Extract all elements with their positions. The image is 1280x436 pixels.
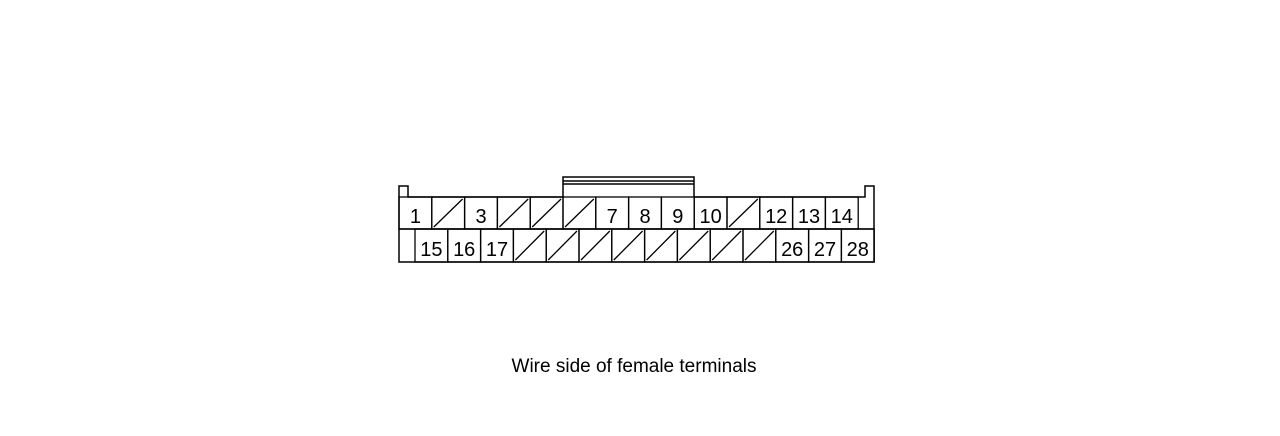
top-row-cavity [496, 196, 531, 230]
top-row-cavity: 1 [398, 196, 433, 230]
bottom-row-cavity [742, 228, 777, 263]
bottom-row-cavity [611, 228, 646, 263]
bottom-row-cavity [643, 228, 679, 263]
terminal-number: 26 [781, 239, 803, 261]
terminal-number: 3 [475, 206, 486, 228]
bottom-row-cavity: 26 [775, 228, 810, 263]
terminal-number: 7 [607, 206, 618, 228]
terminal-number: 27 [814, 239, 836, 261]
bottom-row-cavity: 17 [479, 228, 515, 263]
bottom-row-cavity [709, 228, 744, 263]
bottom-row-cavity: 27 [807, 228, 843, 263]
top-row-cavity: 7 [595, 196, 630, 230]
empty-cavity-slash [711, 230, 742, 261]
empty-cavity-slash [646, 230, 676, 261]
empty-cavity-slash [547, 230, 578, 261]
terminal-number: 13 [798, 206, 820, 228]
top-row-cavity: 8 [627, 196, 663, 230]
empty-cavity-slash [678, 230, 709, 261]
bottom-row-cavity [578, 228, 613, 263]
bottom-row-cavity: 15 [414, 228, 449, 263]
terminal-number: 14 [831, 206, 853, 228]
bottom-row-cavity [512, 228, 547, 263]
empty-cavity-slash [564, 198, 595, 228]
empty-cavity-slash [514, 230, 545, 261]
terminal-number: 15 [420, 239, 442, 261]
empty-cavity-slash [613, 230, 644, 261]
top-row-cavity: 3 [463, 196, 499, 230]
top-row-cavity [726, 196, 761, 230]
bottom-row-cavity: 28 [840, 228, 875, 263]
top-row-cavity: 10 [693, 196, 728, 230]
top-row-cavity: 9 [660, 196, 695, 230]
empty-cavity-slash [728, 198, 759, 228]
empty-cavity-slash [433, 198, 464, 228]
top-row-cavity: 12 [759, 196, 794, 230]
terminal-number: 16 [453, 239, 475, 261]
empty-cavity-slash [531, 198, 562, 228]
bottom-row: 15 16 17 26 27 28 [414, 228, 875, 263]
terminal-number: 17 [486, 239, 508, 261]
terminal-number: 28 [847, 239, 869, 261]
terminal-number: 8 [639, 206, 650, 228]
top-row-cavity [529, 196, 564, 230]
cavity-border [840, 228, 875, 263]
bottom-row-cavity: 16 [447, 228, 482, 263]
top-row-cavity [562, 196, 597, 230]
top-row-cavity [431, 196, 466, 230]
terminal-number: 1 [410, 206, 421, 228]
bottom-row-cavity [545, 228, 580, 263]
diagram-caption: Wire side of female terminals [511, 356, 757, 377]
terminal-number: 12 [765, 206, 787, 228]
empty-cavity-slash [744, 230, 775, 261]
empty-cavity-slash [580, 230, 611, 261]
top-row-cavity: 13 [791, 196, 827, 230]
empty-cavity-slash [498, 198, 529, 228]
terminal-number: 9 [672, 206, 683, 228]
terminal-number: 10 [699, 206, 721, 228]
top-row-cavity: 14 [824, 196, 859, 230]
bottom-row-cavity [676, 228, 711, 263]
